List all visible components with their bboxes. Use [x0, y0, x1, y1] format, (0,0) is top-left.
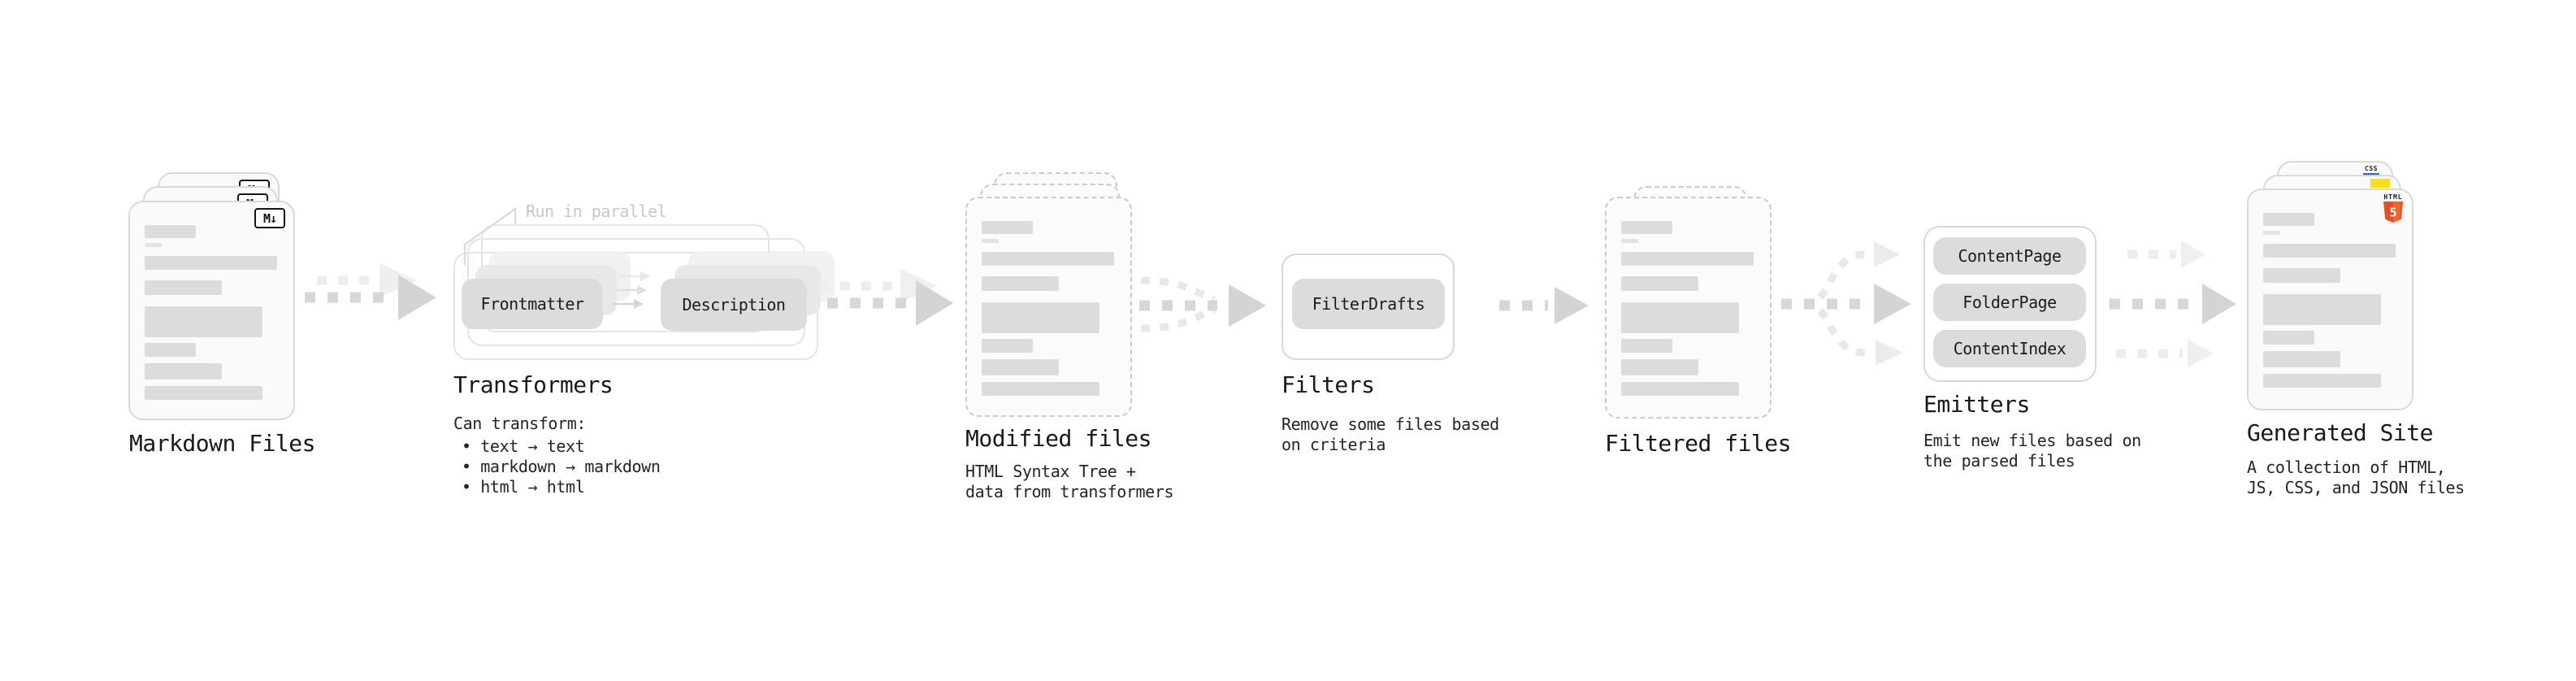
text-placeholder-bar: [2263, 213, 2314, 226]
arrow-modified-to-filters-icon: [1139, 276, 1266, 332]
html5-shield-number: 5: [2389, 206, 2396, 220]
arrow-markdown-to-transformers-icon: [305, 263, 436, 320]
text-placeholder-bar: [982, 302, 1099, 333]
run-in-parallel-annotation: Run in parallel: [526, 202, 667, 221]
arrow-filters-to-filtered-icon: [1499, 287, 1589, 324]
text-placeholder-bar: [145, 386, 262, 400]
html5-icon: HTML 5: [2383, 193, 2404, 223]
text-placeholder-bar: [982, 221, 1033, 234]
text-placeholder-bar: [2263, 374, 2381, 388]
text-placeholder-bar: [982, 276, 1059, 291]
text-placeholder-bar: [982, 382, 1099, 396]
bullet-item: • html → html: [462, 477, 585, 497]
text-placeholder-bar: [1621, 359, 1698, 375]
text-placeholder-bar: [982, 359, 1059, 375]
text-placeholder-bar: [2263, 351, 2340, 367]
arrow-emitters-to-site-icon: [2110, 241, 2236, 367]
desc-line: Emit new files based on: [1923, 431, 2141, 450]
css-icon: CSS: [2362, 165, 2380, 176]
filtered-files-title: Filtered files: [1605, 430, 1792, 457]
markdown-file-card-front: M↓: [128, 201, 295, 420]
css-icon-bar: [2363, 173, 2379, 176]
html5-icon-label: HTML: [2383, 193, 2403, 201]
filtered-file-card-front: [1605, 197, 1772, 419]
frontmatter-pill: Frontmatter: [462, 279, 603, 329]
markdown-icon-text: M↓: [262, 210, 277, 226]
text-placeholder-bar: [145, 363, 222, 380]
site-file-card-front: HTML 5: [2247, 189, 2413, 410]
text-placeholder-bar: [1621, 339, 1672, 353]
text-placeholder-bar: [1621, 382, 1739, 396]
transformers-title: Transformers: [453, 371, 614, 398]
markdown-files-title: Markdown Files: [129, 430, 316, 457]
arrow-filtered-to-emitters-icon: [1781, 241, 1911, 366]
text-placeholder-bar: [2263, 294, 2381, 325]
desc-line: A collection of HTML,: [2247, 458, 2446, 477]
desc-line: Remove some files based: [1281, 414, 1499, 434]
generated-site-desc: A collection of HTML, JS, CSS, and JSON …: [2247, 458, 2465, 498]
html5-shield: 5: [2383, 202, 2403, 223]
filters-title: Filters: [1281, 371, 1375, 398]
text-placeholder-bar: [1621, 221, 1672, 234]
text-placeholder-bar: [2263, 244, 2396, 258]
modified-file-card-front: [965, 197, 1132, 417]
transformers-desc-heading: Can transform:: [453, 414, 586, 433]
text-placeholder-bar: [145, 243, 162, 247]
text-placeholder-bar: [145, 225, 196, 238]
text-placeholder-bar: [1621, 239, 1638, 243]
text-placeholder-bar: [1621, 252, 1754, 266]
text-placeholder-bar: [2263, 331, 2314, 345]
modified-files-desc: HTML Syntax Tree + data from transformer…: [965, 462, 1174, 502]
desc-line: JS, CSS, and JSON files: [2247, 478, 2465, 497]
text-placeholder-bar: [1621, 302, 1739, 333]
desc-line: HTML Syntax Tree +: [965, 462, 1136, 481]
transformers-bullet-list: • text → text • markdown → markdown • ht…: [462, 436, 661, 497]
css-icon-label: CSS: [2365, 165, 2378, 172]
bullet-item: • markdown → markdown: [462, 457, 661, 476]
text-placeholder-bar: [145, 256, 277, 270]
text-placeholder-bar: [982, 252, 1114, 266]
desc-line: on criteria: [1281, 435, 1386, 454]
contentindex-pill: ContentIndex: [1933, 330, 2086, 367]
folderpage-pill: FolderPage: [1933, 284, 2086, 321]
text-placeholder-bar: [2263, 268, 2340, 283]
text-placeholder-bar: [2263, 231, 2280, 235]
description-pill: Description: [661, 279, 807, 331]
filterdrafts-pill: FilterDrafts: [1292, 279, 1445, 329]
text-placeholder-bar: [145, 280, 222, 295]
emitters-title: Emitters: [1923, 391, 2030, 418]
text-placeholder-bar: [982, 239, 999, 243]
markdown-icon: M↓: [254, 208, 285, 228]
modified-files-title: Modified files: [965, 425, 1152, 452]
text-placeholder-bar: [145, 306, 262, 337]
contentpage-pill: ContentPage: [1933, 237, 2086, 275]
emitters-desc: Emit new files based on the parsed files: [1923, 431, 2141, 471]
arrow-transformers-to-modified-icon: [819, 269, 953, 326]
text-placeholder-bar: [145, 343, 196, 357]
desc-line: data from transformers: [965, 482, 1174, 501]
text-placeholder-bar: [1621, 276, 1698, 291]
bullet-item: • text → text: [462, 436, 585, 456]
javascript-icon: [2370, 179, 2390, 188]
generated-site-title: Generated Site: [2247, 419, 2434, 446]
text-placeholder-bar: [982, 339, 1033, 353]
desc-line: the parsed files: [1923, 451, 2075, 471]
filters-desc: Remove some files based on criteria: [1281, 414, 1499, 455]
